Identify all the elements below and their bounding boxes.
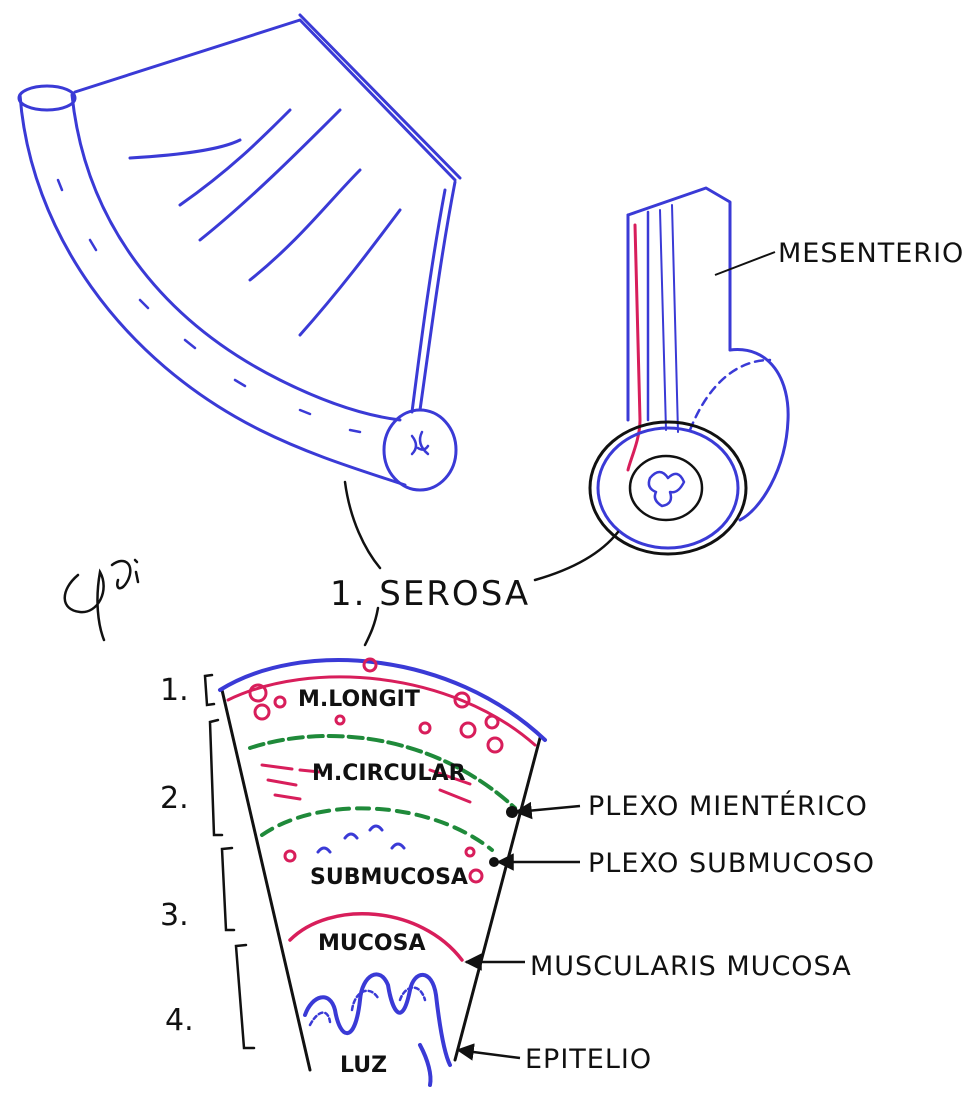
plexo-submucoso-label: PLEXO SUBMUCOSO — [588, 848, 875, 879]
mucosa-label: MUCOSA — [318, 931, 425, 956]
mesenterio-label-group: MESENTERIO — [715, 238, 964, 275]
plexo-mienterico-label: PLEXO MIENTÉRICO — [588, 790, 868, 822]
serosa-label-group — [345, 482, 618, 645]
layer-number-4: 4. — [165, 1003, 194, 1038]
m-circular-label: M.CIRCULAR — [312, 761, 466, 786]
layer-number-2: 2. — [160, 781, 189, 816]
mesenterio-label: MESENTERIO — [778, 238, 964, 269]
submucosa-label: SUBMUCOSA — [310, 865, 468, 890]
layer-number-1: 1. — [160, 673, 189, 708]
mesentery-cross-section-drawing — [590, 188, 788, 554]
epitelio-label: EPITELIO — [525, 1044, 652, 1075]
intestinal-loop-drawing — [19, 15, 460, 490]
serosa-label: 1. SEROSA — [330, 574, 530, 614]
m-longit-label: M.LONGIT — [298, 687, 420, 712]
plexo-submucoso-dot — [489, 857, 499, 867]
luz-label: LUZ — [340, 1053, 387, 1078]
plexo-mienterico-dot — [506, 806, 518, 818]
author-signature — [65, 560, 138, 640]
muscularis-mucosa-label: MUSCULARIS MUCOSA — [530, 951, 852, 982]
layer-number-3: 3. — [160, 898, 189, 933]
right-leader-arrows — [458, 806, 580, 1058]
layer-brackets — [205, 675, 254, 1048]
